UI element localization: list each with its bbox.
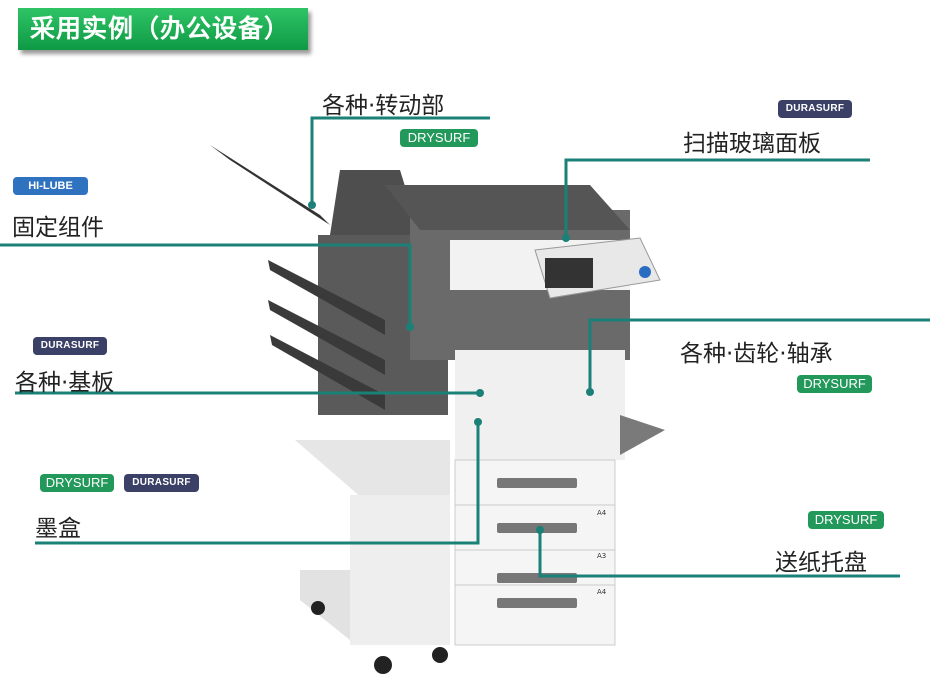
badge-drysurf: DRYSURF	[808, 511, 884, 529]
output-tray	[268, 300, 385, 375]
callout-label-paper-tray: 送纸托盘	[775, 550, 867, 576]
start-button	[639, 266, 651, 278]
callout-label-gears-bearings: 各种·齿轮·轴承	[680, 341, 833, 367]
callout-dots	[308, 201, 594, 534]
output-tray	[268, 260, 385, 335]
wheel	[374, 656, 392, 674]
callout-label-scanner-glass: 扫描玻璃面板	[683, 131, 821, 157]
tray-size-label: A4	[597, 588, 607, 596]
tray-size-label: A4	[597, 509, 607, 517]
badge-durasurf: DURASURF	[124, 474, 199, 492]
callout-label-boards: 各种·基板	[15, 370, 115, 396]
wheel	[311, 601, 325, 615]
badge-durasurf: DURASURF	[778, 100, 852, 118]
bypass-tray	[620, 415, 665, 455]
display-screen	[545, 258, 593, 288]
page-title: 采用实例（办公设备）	[18, 8, 308, 50]
badge-drysurf: DRYSURF	[40, 474, 114, 492]
wheel	[432, 647, 448, 663]
base-shelf	[300, 570, 350, 640]
badge-drysurf: DRYSURF	[797, 375, 872, 393]
callout-label-toner-cartridge: 墨盒	[35, 516, 81, 542]
callout-label-rotating-parts: 各种·转动部	[322, 93, 445, 119]
scanner-lid	[385, 185, 630, 230]
output-tray	[210, 145, 330, 225]
badge-drysurf: DRYSURF	[400, 129, 478, 147]
side-shelf	[295, 440, 450, 505]
stand-cabinet	[350, 495, 450, 645]
output-tray	[270, 335, 385, 410]
tray-size-label: A3	[597, 552, 606, 560]
front-door	[455, 350, 625, 460]
callout-lines	[0, 116, 930, 578]
badge-durasurf: DURASURF	[33, 337, 107, 355]
callout-label-fixing-unit: 固定组件	[12, 215, 104, 241]
badge-hilube: HI-LUBE	[13, 177, 88, 195]
